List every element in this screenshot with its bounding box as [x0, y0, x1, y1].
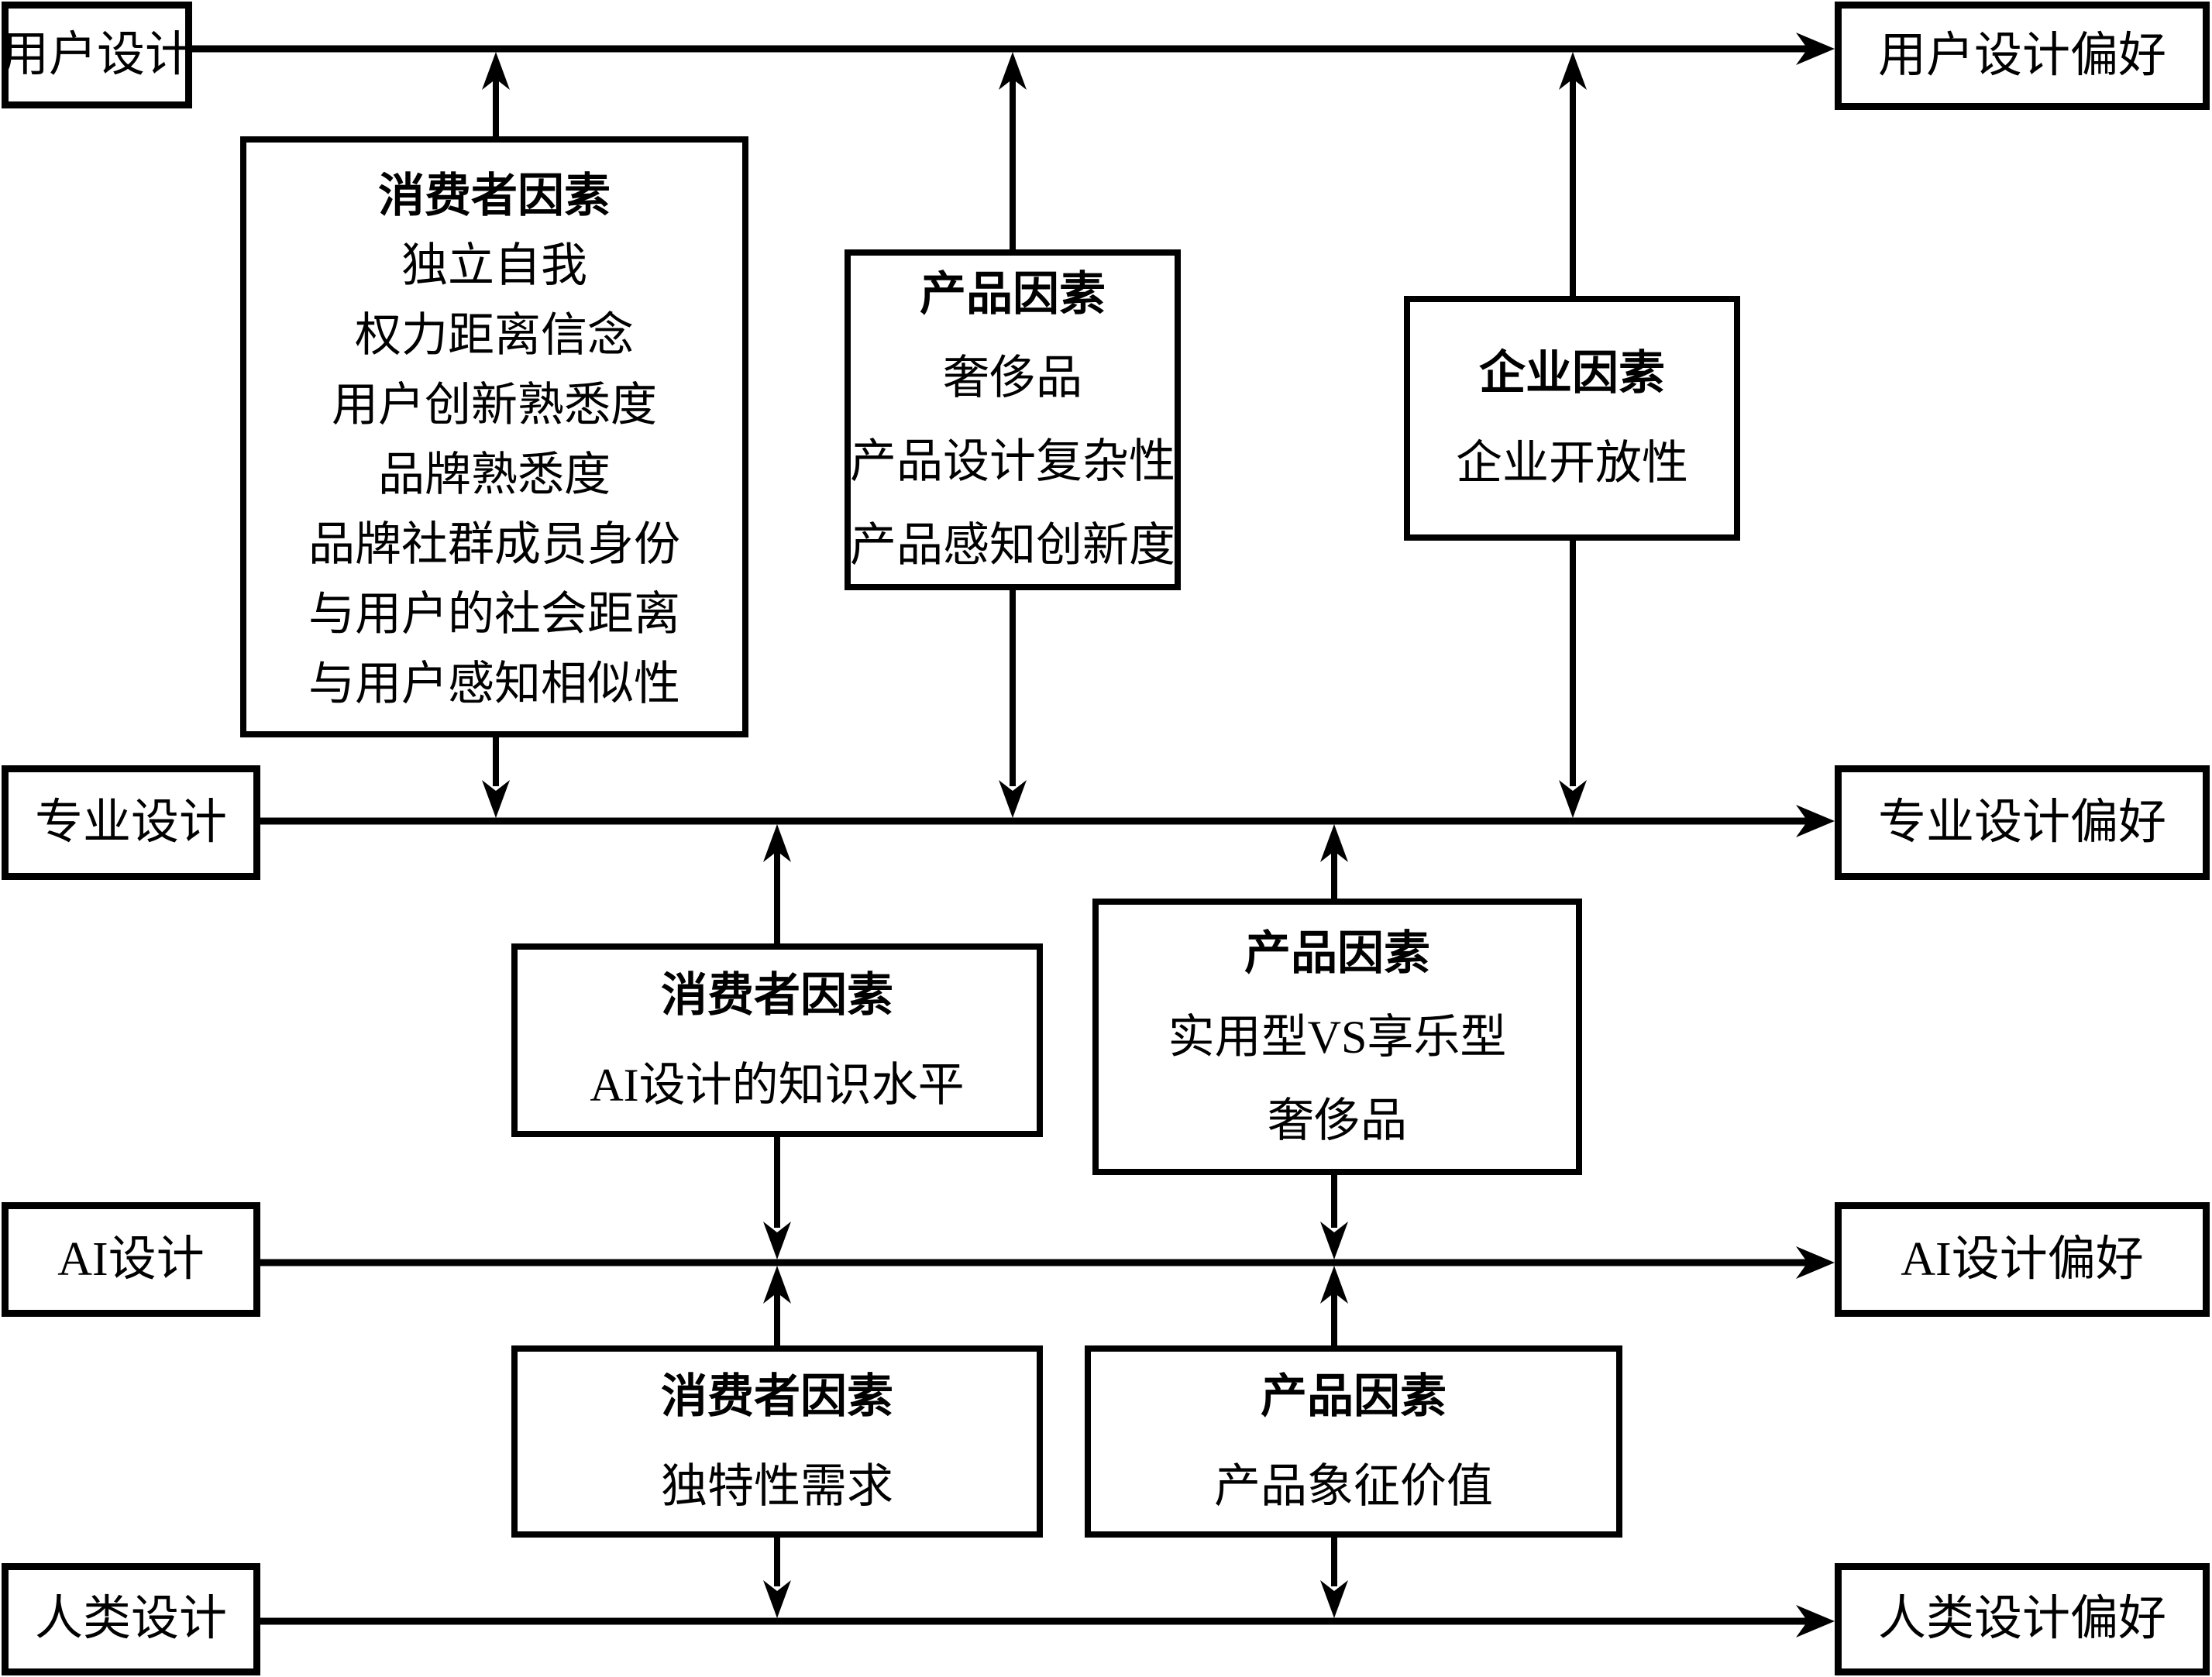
arrow-right-icon — [1796, 805, 1835, 837]
arrow-up-icon — [763, 1266, 791, 1304]
arrow-down-icon — [1320, 1222, 1348, 1259]
factor-box-product-top: 产品因素 奢侈品 产品设计复杂性 产品感知创新度 — [845, 249, 1181, 590]
factor-item: 用户创新熟悉度 — [332, 380, 657, 431]
node-label: 人类设计 — [34, 1593, 227, 1646]
node-label: 用户设计偏好 — [1877, 29, 2166, 82]
arrow-up-icon — [482, 52, 510, 90]
node-label: AI设计 — [57, 1232, 205, 1286]
factor-box-product-bottom: 产品因素 产品象征价值 — [1085, 1345, 1622, 1538]
node-label: 人类设计偏好 — [1877, 1593, 2166, 1646]
node-label: 专业设计偏好 — [1877, 796, 2166, 849]
factor-item: 奢侈品 — [1268, 1095, 1407, 1146]
factor-title: 消费者因素 — [661, 970, 893, 1021]
arrow-up-icon — [1559, 52, 1587, 90]
node-label: 用户设计 — [1, 28, 194, 81]
arrow-up-icon — [763, 824, 791, 862]
factor-item: 企业开放性 — [1456, 438, 1688, 489]
factor-item: 产品设计复杂性 — [850, 436, 1175, 487]
arrow-down-icon — [999, 780, 1027, 818]
factor-item: AI设计的知识水平 — [590, 1060, 965, 1111]
factor-item: 与用户感知相似性 — [308, 658, 680, 710]
row-lines — [191, 45, 1808, 1625]
factor-title: 企业因素 — [1479, 348, 1665, 399]
node-human-design: 人类设计 — [2, 1563, 260, 1675]
factor-item: 品牌熟悉度 — [378, 449, 611, 500]
factor-item: 产品象征价值 — [1214, 1461, 1493, 1512]
factor-item: 独特性需求 — [661, 1461, 893, 1512]
arrow-down-icon — [763, 1580, 791, 1618]
factor-item: 与用户的社会距离 — [308, 589, 680, 640]
node-label: 专业设计 — [34, 796, 227, 849]
factor-box-consumer-middle: 消费者因素 AI设计的知识水平 — [511, 943, 1043, 1137]
arrow-down-icon — [763, 1222, 791, 1259]
factor-item: 独立自我 — [401, 240, 587, 291]
factor-box-product-middle: 产品因素 实用型VS享乐型 奢侈品 — [1092, 899, 1582, 1175]
factor-connectors — [493, 77, 1576, 1586]
factor-title: 产品因素 — [1244, 927, 1430, 979]
factor-item: 奢侈品 — [943, 352, 1082, 404]
arrow-right-icon — [1796, 1605, 1835, 1637]
factor-title: 消费者因素 — [378, 170, 611, 222]
node-professional-design: 专业设计 — [2, 765, 260, 880]
factor-item: 权力距离信念 — [355, 310, 634, 361]
factor-title: 产品因素 — [1261, 1371, 1447, 1422]
arrow-down-icon — [482, 780, 510, 818]
node-user-design-preference: 用户设计偏好 — [1835, 2, 2210, 110]
node-professional-design-preference: 专业设计偏好 — [1835, 765, 2210, 880]
factor-box-consumer-top: 消费者因素 独立自我 权力距离信念 用户创新熟悉度 品牌熟悉度 品牌社群成员身份… — [240, 136, 748, 737]
node-human-design-preference: 人类设计偏好 — [1835, 1563, 2210, 1675]
connector-arrowheads — [482, 52, 1587, 1618]
arrow-right-icon — [1796, 1246, 1835, 1279]
factor-item: 产品感知创新度 — [850, 520, 1175, 571]
arrow-right-icon — [1796, 33, 1835, 65]
node-ai-design-preference: AI设计偏好 — [1835, 1202, 2210, 1317]
factor-box-company-top: 企业因素 企业开放性 — [1404, 296, 1740, 541]
arrow-up-icon — [999, 52, 1027, 90]
arrow-down-icon — [1559, 780, 1587, 818]
node-user-design: 用户设计 — [1, 2, 194, 108]
node-label: AI设计偏好 — [1901, 1232, 2144, 1286]
node-ai-design: AI设计 — [2, 1202, 260, 1317]
arrow-down-icon — [1320, 1580, 1348, 1618]
factor-title: 产品因素 — [920, 269, 1106, 320]
factor-title: 消费者因素 — [661, 1371, 893, 1422]
factor-box-consumer-bottom: 消费者因素 独特性需求 — [511, 1345, 1043, 1538]
row-arrowheads — [1796, 33, 1835, 1637]
factor-item: 品牌社群成员身份 — [308, 519, 680, 570]
factor-item: 实用型VS享乐型 — [1168, 1011, 1507, 1063]
arrow-up-icon — [1320, 824, 1348, 862]
arrow-up-icon — [1320, 1266, 1348, 1304]
